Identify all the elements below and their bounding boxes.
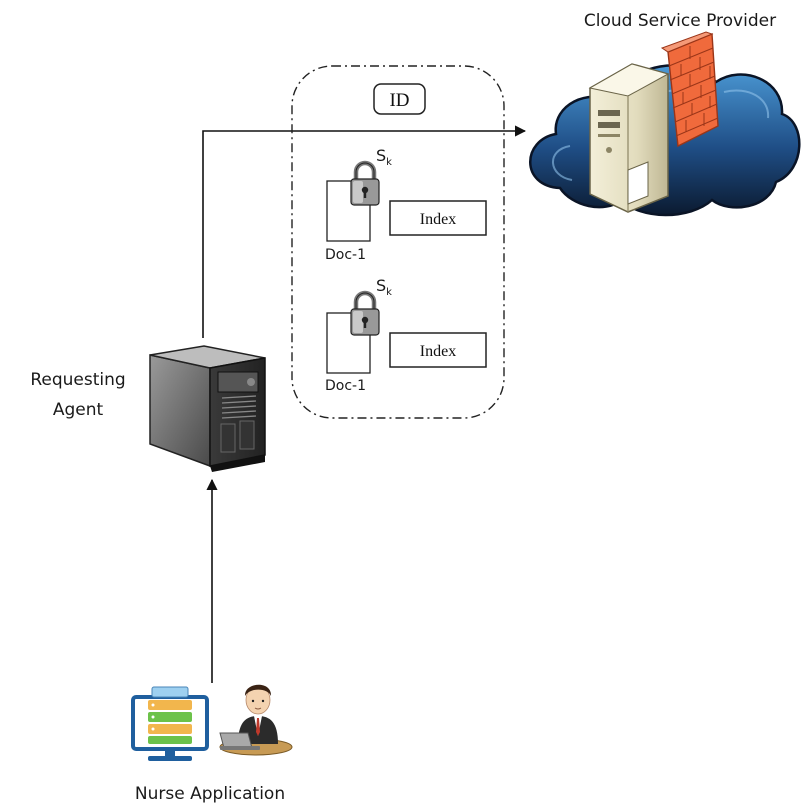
nurse-label: Nurse Application bbox=[135, 784, 285, 804]
key-label-2: Sk bbox=[376, 276, 392, 298]
nurse-application: Nurse Application bbox=[131, 684, 293, 804]
encrypted-package-group: ID Sk Index Doc-1 bbox=[291, 65, 505, 419]
cloud-service-provider: Cloud Service Provider bbox=[529, 11, 801, 217]
requesting-agent: Requesting Agent bbox=[30, 345, 266, 472]
index-box-2 bbox=[389, 332, 487, 368]
arrow-agent-to-cloud bbox=[202, 125, 527, 338]
padlock-icon bbox=[350, 290, 380, 336]
package-2: Sk Index Doc-1 bbox=[325, 276, 487, 394]
doc-label-2: Doc-1 bbox=[325, 378, 366, 394]
doc-label-1: Doc-1 bbox=[325, 247, 366, 263]
id-box bbox=[373, 83, 426, 115]
cloud-label: Cloud Service Provider bbox=[584, 11, 776, 31]
monitor-database-icon bbox=[131, 686, 209, 761]
index-label-2: Index bbox=[420, 343, 456, 360]
dashed-boundary bbox=[291, 65, 505, 419]
padlock-icon bbox=[350, 160, 380, 206]
index-label-1: Index bbox=[420, 211, 456, 228]
id-label: ID bbox=[389, 90, 409, 111]
package-1: Sk Index Doc-1 bbox=[325, 146, 487, 263]
agent-label-line2: Agent bbox=[53, 400, 104, 420]
key-label-1: Sk bbox=[376, 146, 392, 168]
index-box-1 bbox=[389, 200, 487, 236]
firewall-icon bbox=[660, 31, 719, 148]
server-tower-icon bbox=[588, 63, 670, 213]
agent-label-line1: Requesting bbox=[30, 370, 125, 390]
person-at-laptop-icon bbox=[219, 684, 293, 756]
server-icon bbox=[149, 345, 266, 472]
connectors bbox=[202, 125, 527, 683]
